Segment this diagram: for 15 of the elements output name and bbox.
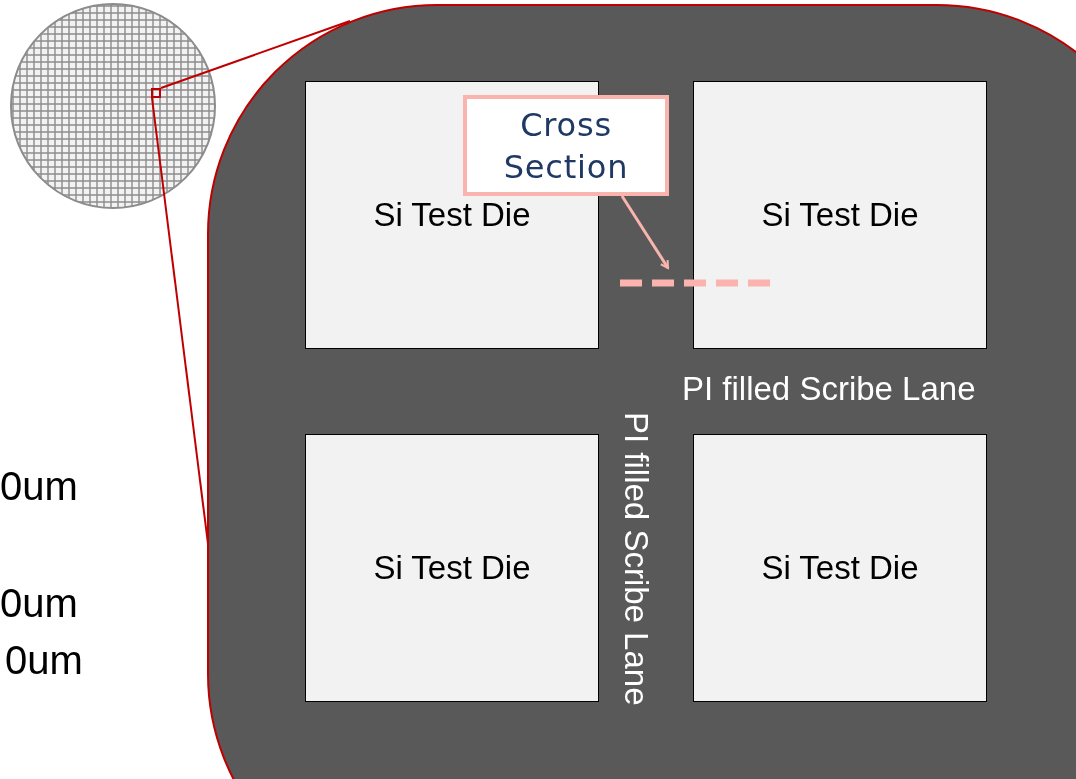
arrow bbox=[620, 195, 670, 269]
zoom-marker bbox=[151, 88, 161, 98]
cross-section-line bbox=[620, 278, 772, 288]
dimension-text: 0um bbox=[0, 583, 78, 623]
lane-label: PI filled Scribe Lane bbox=[620, 412, 653, 706]
callout-tooltip: Cross Section bbox=[463, 95, 669, 196]
dimension-text: 0um bbox=[5, 640, 83, 680]
zoomed-region bbox=[207, 4, 1076, 779]
dimension-text: 0um bbox=[0, 466, 78, 506]
lane-label: PI filled Scribe Lane bbox=[682, 372, 976, 405]
die-box: Si Test Die bbox=[305, 434, 599, 702]
die-box: Si Test Die bbox=[693, 434, 987, 702]
zoom-line bbox=[160, 20, 351, 89]
zoom-line bbox=[151, 97, 209, 545]
die-box: Si Test Die bbox=[693, 81, 987, 349]
